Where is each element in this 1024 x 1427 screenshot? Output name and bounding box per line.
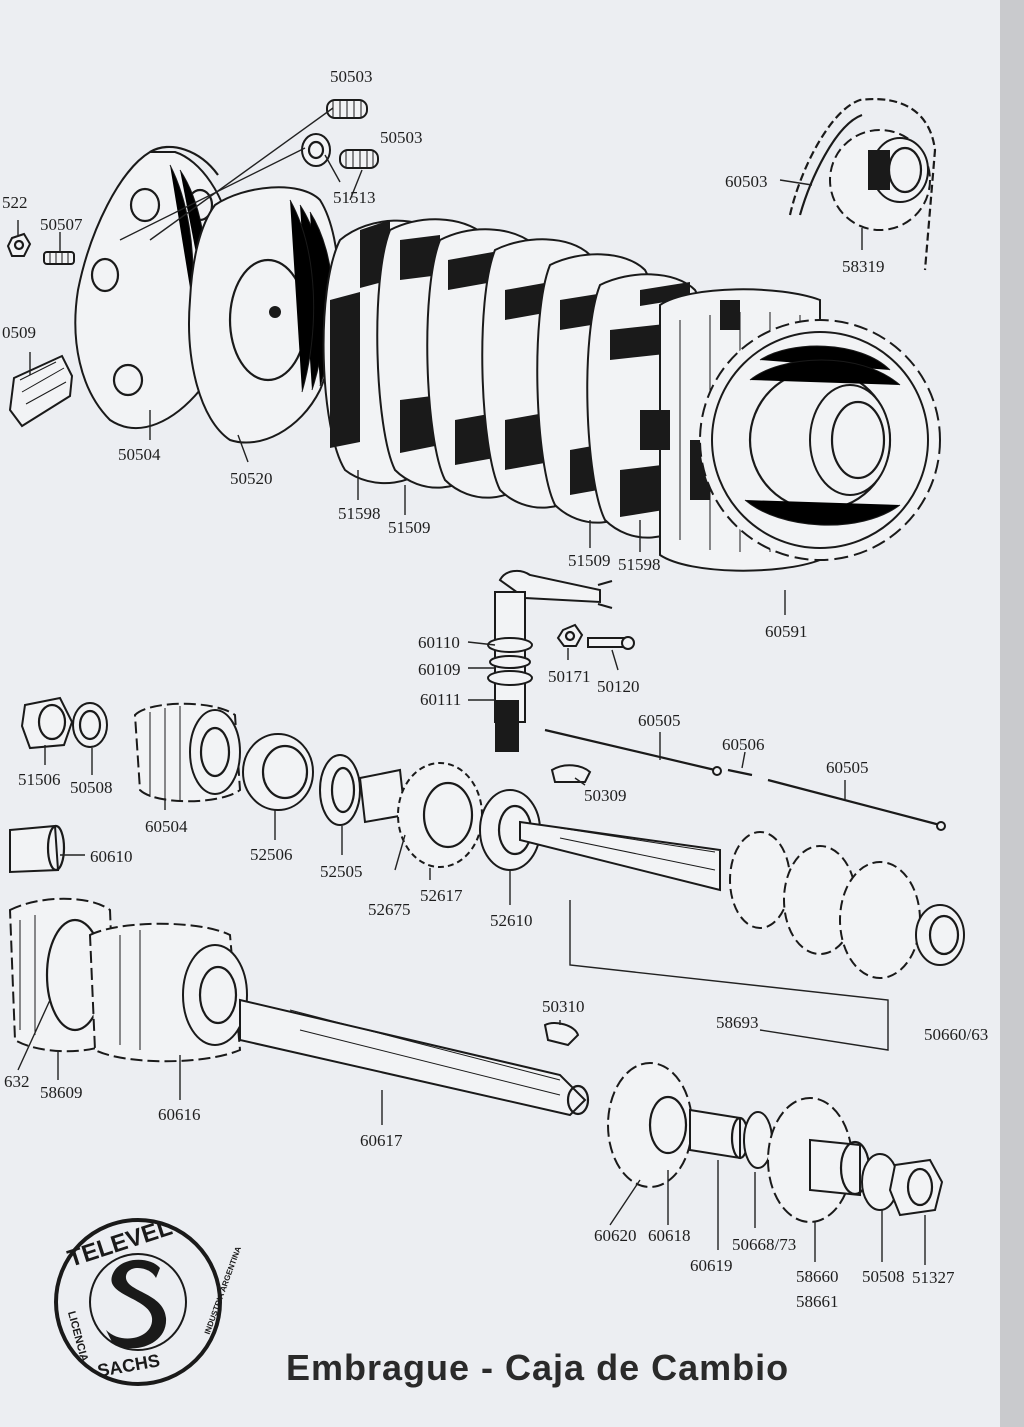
label-51598-right: 51598 (618, 555, 661, 574)
label-51513: 51513 (333, 188, 376, 207)
part-labels: 50503 50503 51513 522 50507 0509 50504 5… (2, 67, 988, 1311)
layshaft-60617 (239, 998, 590, 1117)
label-51506: 51506 (18, 770, 61, 789)
label-51509-right: 51509 (568, 551, 611, 570)
label-51598-left: 51598 (338, 504, 381, 523)
label-60109: 60109 (418, 660, 461, 679)
leader-lines (17, 107, 926, 1265)
label-50508-right: 50508 (862, 1267, 905, 1286)
washer-52505 (319, 754, 361, 826)
label-50171: 50171 (548, 667, 591, 686)
gear-60620 (607, 1062, 693, 1188)
woodruff-key-50309 (550, 764, 592, 783)
gear-60616 (88, 922, 248, 1063)
bearing-52506 (242, 733, 314, 811)
label-60503: 60503 (725, 172, 768, 191)
label-50508-left: 50508 (70, 778, 113, 797)
label-58693: 58693 (716, 1013, 759, 1032)
label-50310: 50310 (542, 997, 585, 1016)
label-632: 632 (4, 1072, 30, 1091)
rod-60505-left (544, 728, 722, 776)
spring-50503-top (326, 99, 368, 119)
label-50503-right: 50503 (380, 128, 423, 147)
disc-50520 (188, 186, 340, 444)
label-50520: 50520 (230, 469, 273, 488)
shaft-hub-52675 (358, 762, 483, 868)
label-50504: 50504 (118, 445, 161, 464)
label-60504: 60504 (145, 817, 188, 836)
label-50668-73: 50668/73 (732, 1235, 796, 1254)
label-0509: 0509 (2, 323, 36, 342)
label-60616: 60616 (158, 1105, 201, 1124)
rod-60505-right (767, 778, 946, 831)
label-51509-left: 51509 (388, 518, 431, 537)
televel-sachs-logo: TELEVEL LICENCIA SACHS INDUSTRIA ARGENTI… (54, 1214, 243, 1386)
label-522: 522 (2, 193, 28, 212)
label-50120: 50120 (597, 677, 640, 696)
washer-50508-left (72, 702, 108, 748)
page-edge (1000, 0, 1024, 1427)
label-60620: 60620 (594, 1226, 637, 1245)
spring-cup-51513 (301, 133, 331, 167)
label-58660: 58660 (796, 1267, 839, 1286)
washer-50668 (743, 1111, 773, 1169)
label-52506: 52506 (250, 845, 293, 864)
label-60610: 60610 (90, 847, 133, 866)
label-50507: 50507 (40, 215, 83, 234)
label-58609: 58609 (40, 1083, 83, 1102)
tool-0509 (8, 354, 74, 428)
label-60617: 60617 (360, 1131, 403, 1150)
mainshaft-58693 (519, 820, 965, 979)
clutch-disc-stack (322, 218, 711, 539)
gear-58660 (767, 1097, 871, 1223)
chain-sprocket-60503 (788, 98, 937, 271)
label-60111: 60111 (420, 690, 461, 709)
label-52675: 52675 (368, 900, 411, 919)
screw-50507 (43, 251, 75, 265)
nut-50171 (556, 623, 584, 647)
shift-lever-60110 (487, 569, 613, 752)
label-50503-top: 50503 (330, 67, 373, 86)
spring-50503-right (339, 149, 379, 169)
page-title: Embrague - Caja de Cambio (286, 1347, 789, 1388)
gear-60504 (133, 702, 242, 803)
label-58661: 58661 (796, 1292, 839, 1311)
label-60619: 60619 (690, 1256, 733, 1275)
nut-51506 (20, 696, 74, 750)
label-60110: 60110 (418, 633, 460, 652)
bolt-50120 (587, 636, 635, 650)
label-52610: 52610 (490, 911, 533, 930)
label-60505-right: 60505 (826, 758, 869, 777)
label-58319: 58319 (842, 257, 885, 276)
label-51327: 51327 (912, 1268, 955, 1287)
label-60506: 60506 (722, 735, 765, 754)
bracket-58693 (569, 900, 889, 1051)
label-60618: 60618 (648, 1226, 691, 1245)
woodruff-key-50310 (543, 1022, 580, 1047)
bushing-60610 (9, 824, 66, 874)
nut-51327 (888, 1158, 944, 1217)
label-52505: 52505 (320, 862, 363, 881)
bushing-60618 (689, 1108, 750, 1160)
label-50660-63: 50660/63 (924, 1025, 988, 1044)
label-60591: 60591 (765, 622, 808, 641)
clutch-basket-60591 (640, 288, 941, 572)
nut-522 (6, 232, 32, 257)
label-60505-left: 60505 (638, 711, 681, 730)
label-50309: 50309 (584, 786, 627, 805)
pin-60506 (727, 768, 753, 777)
label-52617: 52617 (420, 886, 463, 905)
sachs-s-icon (106, 1259, 167, 1349)
